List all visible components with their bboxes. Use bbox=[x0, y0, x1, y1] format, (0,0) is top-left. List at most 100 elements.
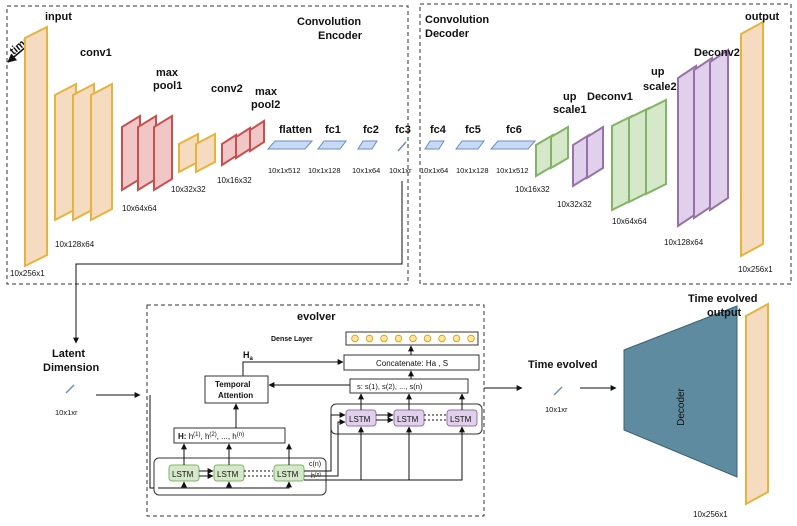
temporal-attention-line2: Attention bbox=[218, 391, 253, 400]
dim-up1: 10x16x32 bbox=[515, 185, 550, 194]
ha-label: Ha bbox=[243, 350, 254, 362]
decoder-title-line1: Convolution bbox=[425, 14, 489, 26]
time-evolved-output-dim: 10x256x1 bbox=[693, 510, 728, 519]
conv2-block bbox=[178, 132, 216, 174]
concat-label: Concatenate: Ha , S bbox=[376, 359, 448, 368]
fc1-label: fc1 bbox=[325, 124, 341, 136]
lstm2-input bbox=[184, 481, 232, 489]
dense-unit bbox=[365, 334, 374, 343]
fc1-layer bbox=[317, 140, 347, 150]
latent-feed-line bbox=[149, 395, 154, 489]
temporal-attention-box bbox=[204, 375, 269, 404]
dense-unit bbox=[351, 334, 359, 343]
maxpool2-label-line2: pool2 bbox=[251, 99, 280, 111]
fc3-layer bbox=[397, 141, 407, 152]
dim-fc6: 10x1x512 bbox=[496, 166, 529, 175]
latent-label-line2: Dimension bbox=[43, 362, 100, 374]
dense-unit bbox=[409, 334, 417, 343]
lstm3-input bbox=[229, 481, 292, 489]
encoder-title-line2: Encoder bbox=[318, 30, 363, 42]
decoder-lstm-cell-1-label: LSTM bbox=[349, 415, 371, 424]
cn-to-decoder-lstm bbox=[304, 412, 346, 472]
fc2-layer bbox=[357, 140, 378, 150]
latent-label-line1: Latent bbox=[52, 348, 85, 360]
hn-feed-decoder-2 bbox=[361, 426, 412, 481]
maxpool2-label-line1: max bbox=[255, 86, 278, 98]
input-label: input bbox=[45, 11, 72, 23]
dim-fc2: 10x1x64 bbox=[352, 166, 380, 175]
fc4-label: fc4 bbox=[430, 124, 447, 136]
maxpool1-block bbox=[121, 114, 173, 192]
hn-to-decoder-lstm bbox=[304, 419, 346, 477]
decoder-frame bbox=[419, 3, 792, 285]
lstm-cell-3-label: LSTM bbox=[277, 470, 299, 479]
fc3-label: fc3 bbox=[395, 124, 411, 136]
dense-layer-units bbox=[351, 334, 475, 343]
upscale2-block bbox=[611, 98, 667, 212]
time-evolved-vector bbox=[553, 386, 563, 396]
deconv2-block bbox=[677, 48, 729, 228]
time-evolved-dim: 10x1xr bbox=[545, 405, 568, 414]
dim-fc4: 10x1x64 bbox=[420, 166, 448, 175]
dim-fc1: 10x1x128 bbox=[308, 166, 341, 175]
flatten-label: flatten bbox=[279, 124, 312, 136]
dense-unit bbox=[423, 334, 432, 343]
fc3-to-latent-connector bbox=[73, 181, 403, 344]
hn-feed-decoder-3 bbox=[409, 426, 465, 481]
upscale2-label-line2: scale2 bbox=[643, 81, 677, 93]
dim-up2: 10x64x64 bbox=[612, 217, 647, 226]
upscale1-label-line1: up bbox=[563, 91, 577, 103]
maxpool2-block bbox=[221, 119, 265, 167]
ha-to-concat-arrow bbox=[242, 359, 344, 376]
lstm1-input bbox=[158, 481, 187, 489]
time-evolved-output-layer bbox=[745, 302, 769, 506]
encoder-title-line1: Convolution bbox=[297, 16, 361, 28]
temporal-attention-line1: Temporal bbox=[215, 380, 250, 389]
upscale1-block bbox=[535, 125, 569, 178]
cn-label: c(n) bbox=[309, 461, 321, 468]
conv2-label: conv2 bbox=[211, 83, 243, 95]
dim-deconv1: 10x32x32 bbox=[557, 200, 592, 209]
fc2-label: fc2 bbox=[363, 124, 379, 136]
dense-layer-label: Dense Layer bbox=[271, 336, 313, 343]
dim-fc3: 10x1xr bbox=[389, 166, 412, 175]
deconv1-block bbox=[572, 125, 604, 188]
decoder-block-label: Decoder bbox=[676, 387, 687, 425]
maxpool1-label-line2: pool1 bbox=[153, 80, 182, 92]
dim-input: 10x256x1 bbox=[10, 269, 45, 278]
time-evolved-label: Time evolved bbox=[528, 359, 598, 371]
dense-unit bbox=[438, 334, 446, 343]
h-states-label: H: h(1), h(2), ..., h(n) bbox=[178, 432, 244, 441]
dim-pool1: 10x64x64 bbox=[122, 204, 157, 213]
dim-deconv2: 10x128x64 bbox=[664, 238, 704, 247]
deconv1-label: Deconv1 bbox=[587, 91, 633, 103]
decoder-block bbox=[623, 305, 738, 478]
lstm-cell-2-label: LSTM bbox=[217, 470, 239, 479]
upscale1-label-line2: scale1 bbox=[553, 104, 587, 116]
upscale2-label-line1: up bbox=[651, 66, 665, 78]
conv1-block bbox=[54, 82, 113, 222]
output-layer bbox=[740, 20, 764, 258]
decoder-lstm-cell-3-label: LSTM bbox=[450, 415, 472, 424]
dense-unit bbox=[467, 334, 475, 343]
dim-flatten: 10x1x512 bbox=[268, 166, 301, 175]
fc5-label: fc5 bbox=[465, 124, 481, 136]
deconv2-label: Deconv2 bbox=[694, 47, 740, 59]
time-evolved-output-label-line1: Time evolved bbox=[688, 293, 758, 305]
output-label: output bbox=[745, 11, 780, 23]
decoder-title-line2: Decoder bbox=[425, 28, 470, 40]
conv1-label: conv1 bbox=[80, 47, 112, 59]
s-seq-label: s: s(1), s(2), ..., s(n) bbox=[357, 382, 423, 391]
fc6-layer bbox=[489, 140, 537, 150]
dim-output: 10x256x1 bbox=[738, 265, 773, 274]
s-seq-box bbox=[349, 378, 469, 394]
input-layer bbox=[24, 25, 48, 268]
fc5-layer bbox=[455, 140, 485, 150]
flatten-layer bbox=[266, 140, 314, 150]
dim-fc5: 10x1x128 bbox=[456, 166, 489, 175]
maxpool1-label-line1: max bbox=[156, 67, 179, 79]
dense-unit bbox=[380, 334, 388, 343]
dim-conv1: 10x128x64 bbox=[55, 240, 95, 249]
decoder-lstm-cell-2-label: LSTM bbox=[397, 415, 419, 424]
